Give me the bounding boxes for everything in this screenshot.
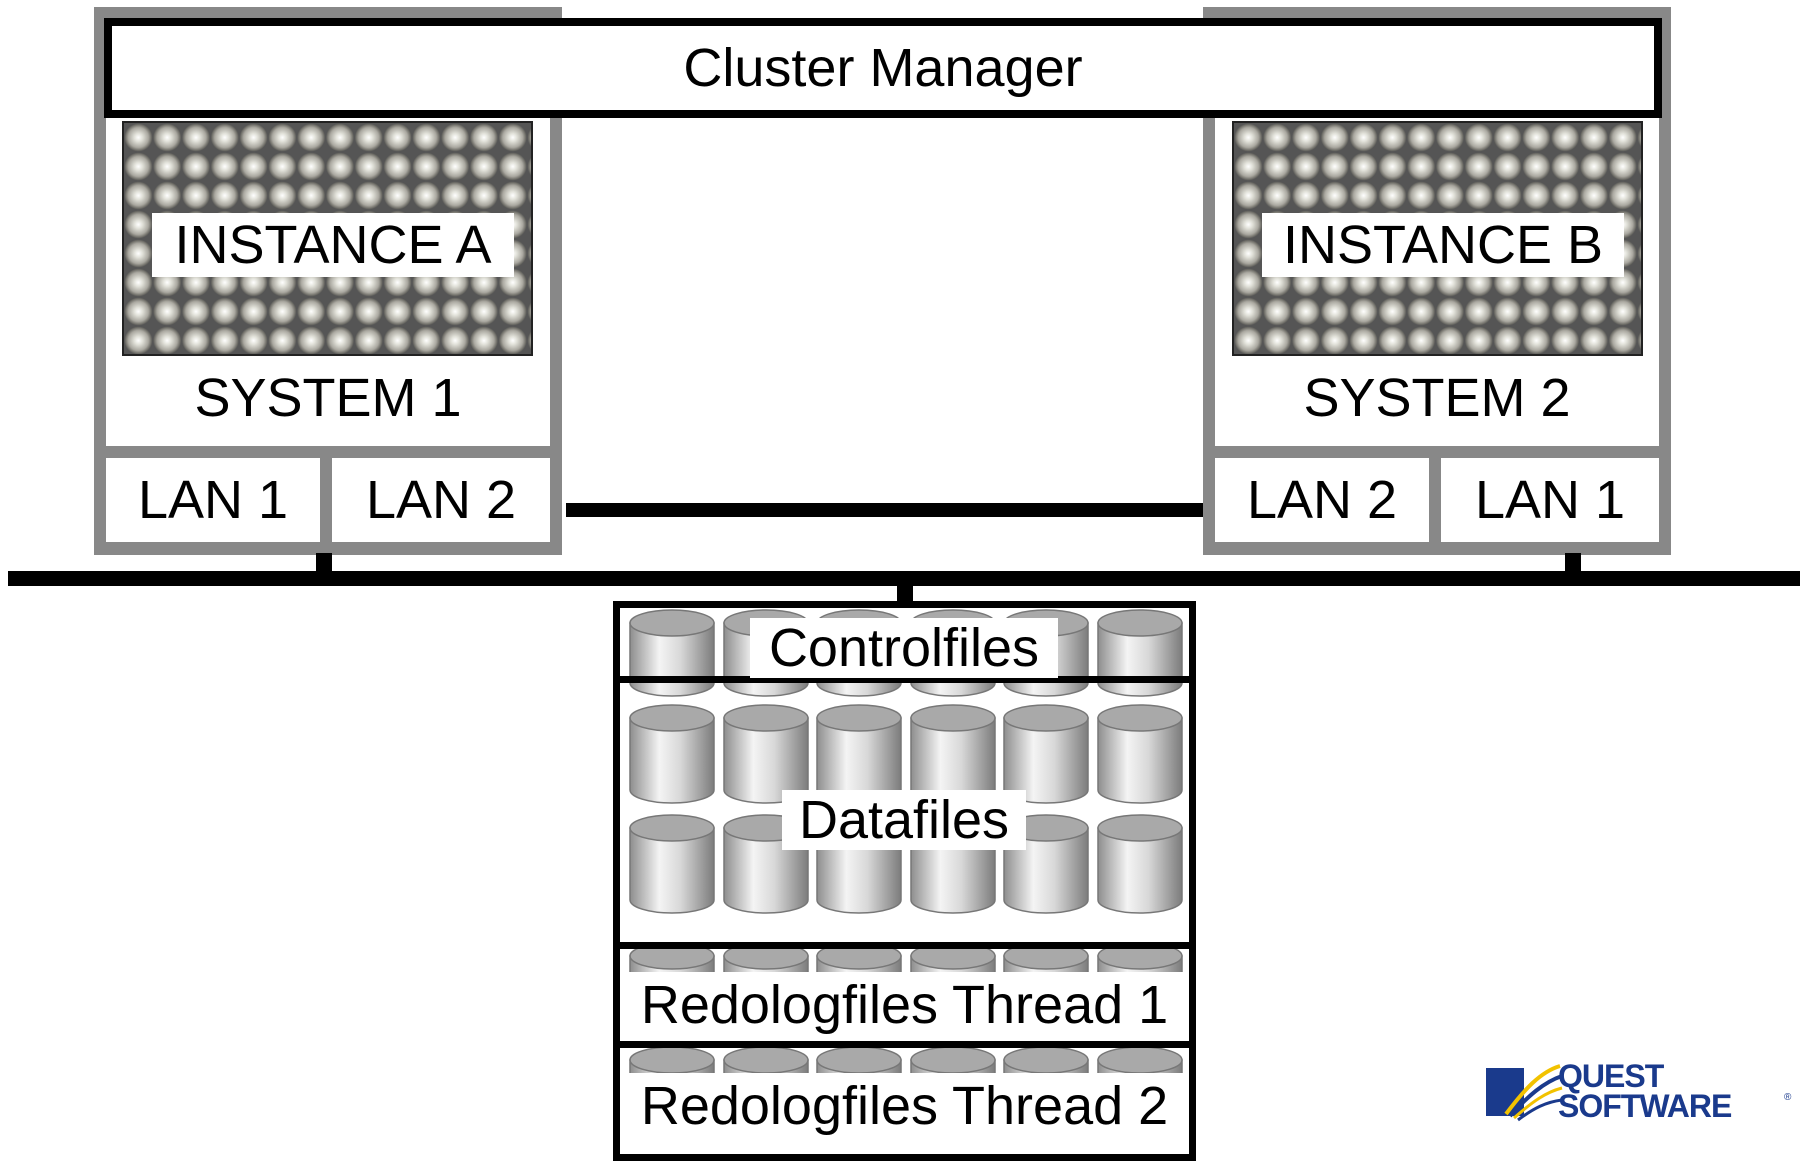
disk-cylinder bbox=[1097, 814, 1183, 914]
quest-swoosh-icon bbox=[1486, 1064, 1563, 1122]
system-1-label: SYSTEM 1 bbox=[194, 368, 462, 428]
system-1-lan-2: LAN 2 bbox=[332, 458, 550, 542]
logo-line-1: QUEST bbox=[1558, 1058, 1664, 1094]
datafiles-label: Datafiles bbox=[782, 790, 1026, 850]
bus-drop-system-2 bbox=[1565, 553, 1581, 573]
storage-separator-1 bbox=[613, 676, 1196, 683]
quest-software-logo: QUEST SOFTWARE ® bbox=[1484, 1058, 1794, 1126]
system-1-lan-1: LAN 1 bbox=[106, 458, 320, 542]
instance-b-label: INSTANCE B bbox=[1262, 213, 1624, 277]
disk-cylinder bbox=[1097, 704, 1183, 804]
lan-label: LAN 2 bbox=[1246, 470, 1398, 530]
logo-line-2: SOFTWARE bbox=[1558, 1088, 1732, 1124]
instance-a-label: INSTANCE A bbox=[152, 213, 514, 277]
disk-cylinder bbox=[1097, 609, 1183, 697]
logo-registered-mark: ® bbox=[1784, 1092, 1792, 1103]
lan-label: LAN 2 bbox=[365, 470, 517, 530]
system-2-lan-1: LAN 1 bbox=[1441, 458, 1659, 542]
storage-separator-3 bbox=[613, 1041, 1196, 1048]
system-2-lan-2: LAN 2 bbox=[1215, 458, 1429, 542]
system-2-label: SYSTEM 2 bbox=[1303, 368, 1571, 428]
disk-cylinder bbox=[629, 609, 715, 697]
redo-thread-1-label: Redologfiles Thread 1 bbox=[622, 972, 1187, 1038]
lan-label: LAN 1 bbox=[137, 470, 289, 530]
network-bus bbox=[8, 571, 1800, 586]
lan-label: LAN 1 bbox=[1474, 470, 1626, 530]
bus-drop-system-1 bbox=[316, 553, 332, 573]
redo-thread-2-label: Redologfiles Thread 2 bbox=[622, 1073, 1187, 1139]
disk-cylinder bbox=[629, 704, 715, 804]
cluster-manager-box: Cluster Manager bbox=[104, 18, 1662, 118]
disk-cylinder bbox=[816, 704, 902, 804]
disk-cylinder bbox=[723, 704, 809, 804]
storage-separator-2 bbox=[613, 942, 1196, 949]
disk-cylinder bbox=[1003, 704, 1089, 804]
interconnect-line bbox=[566, 503, 1203, 517]
controlfiles-label: Controlfiles bbox=[750, 618, 1058, 678]
cluster-manager-label: Cluster Manager bbox=[683, 38, 1083, 98]
disk-cylinder bbox=[629, 814, 715, 914]
